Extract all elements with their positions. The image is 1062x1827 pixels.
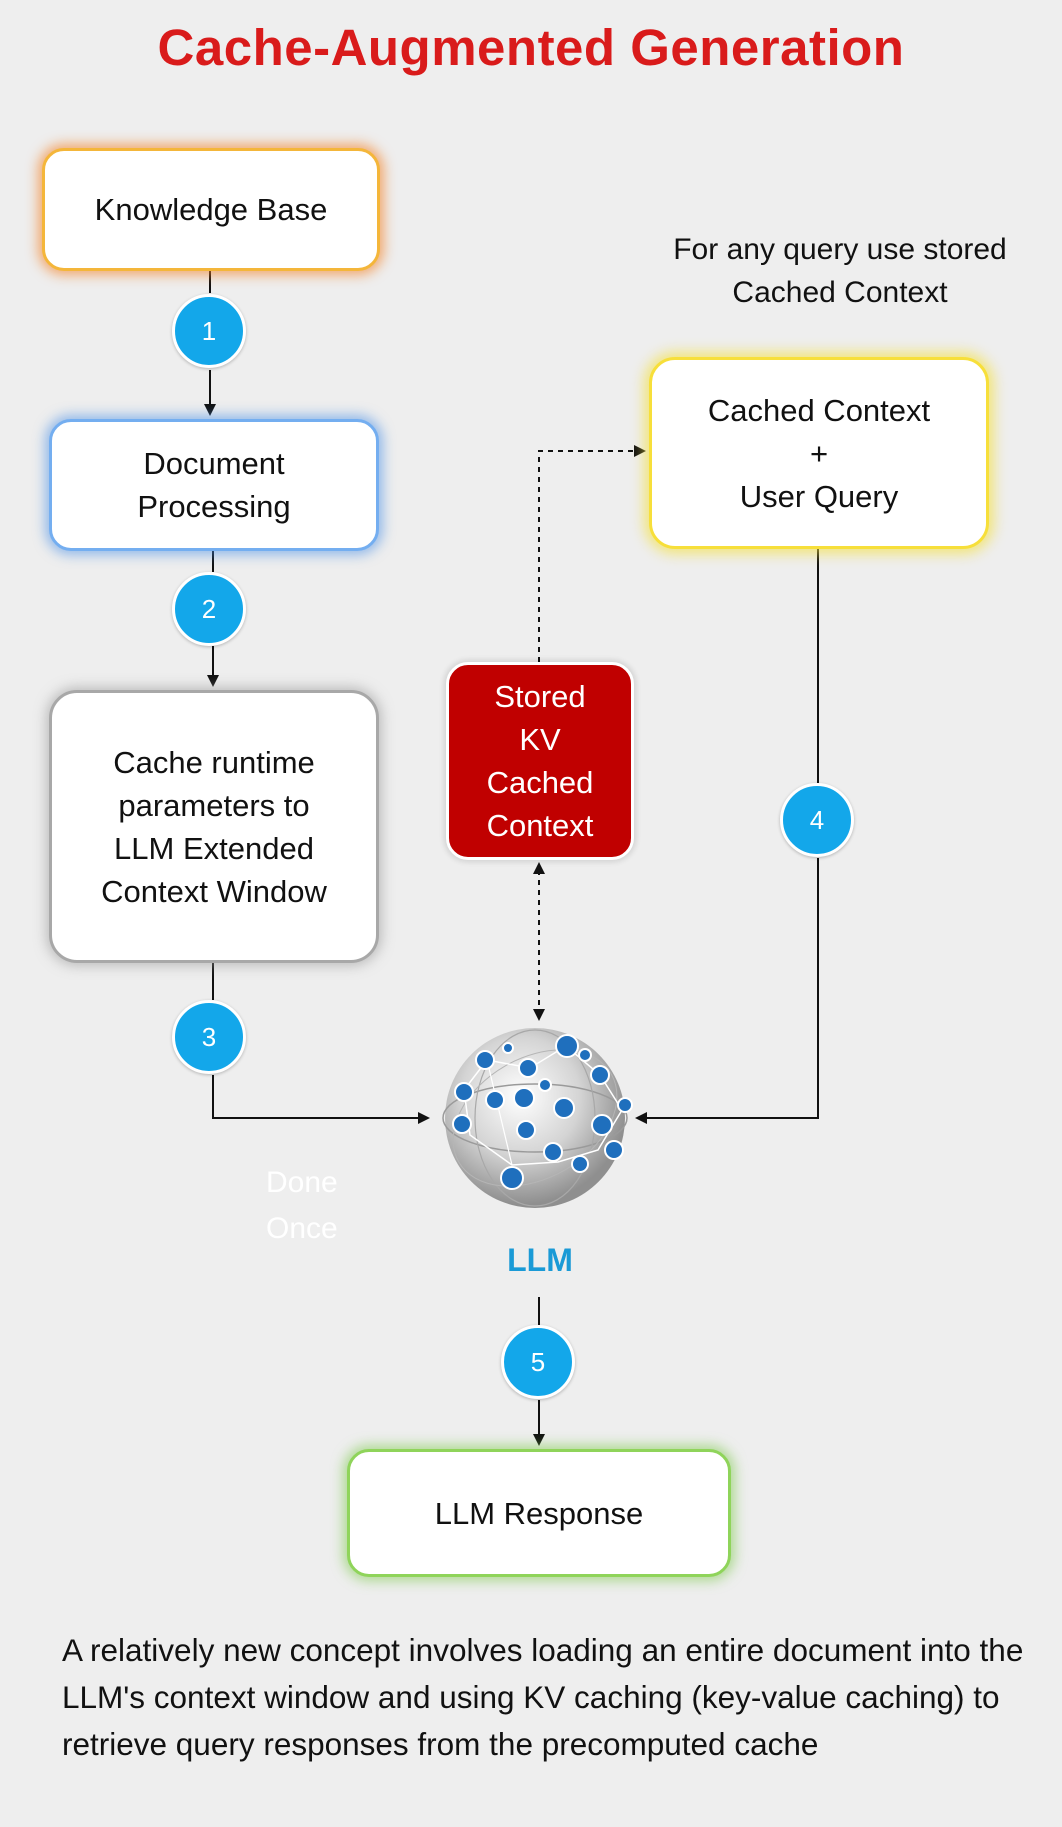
- done-once-label: Done Once: [266, 1166, 338, 1245]
- step-badge-4: 4: [780, 783, 854, 857]
- step-badge-1: 1: [172, 294, 246, 368]
- knowledge-base-node: Knowledge Base: [42, 148, 380, 271]
- step-badge-3: 3: [172, 1000, 246, 1074]
- diagram-title: Cache-Augmented Generation: [157, 19, 905, 76]
- cached-context-query-node: Cached Context + User Query: [649, 357, 989, 549]
- stored-kv-node: Stored KV Cached Context: [446, 662, 634, 860]
- step-badge-5: 5: [501, 1325, 575, 1399]
- llm-response-node: LLM Response: [347, 1449, 731, 1577]
- step-badge-2: 2: [172, 572, 246, 646]
- cached-context-note: For any query use stored Cached Context: [673, 233, 1007, 309]
- document-processing-node: Document Processing: [49, 419, 379, 551]
- llm-label: LLM: [507, 1242, 573, 1278]
- description-text: A relatively new concept involves loadin…: [62, 1632, 1024, 1762]
- globe-network-icon: [442, 1028, 633, 1208]
- cache-runtime-node: Cache runtime parameters to LLM Extended…: [49, 690, 379, 963]
